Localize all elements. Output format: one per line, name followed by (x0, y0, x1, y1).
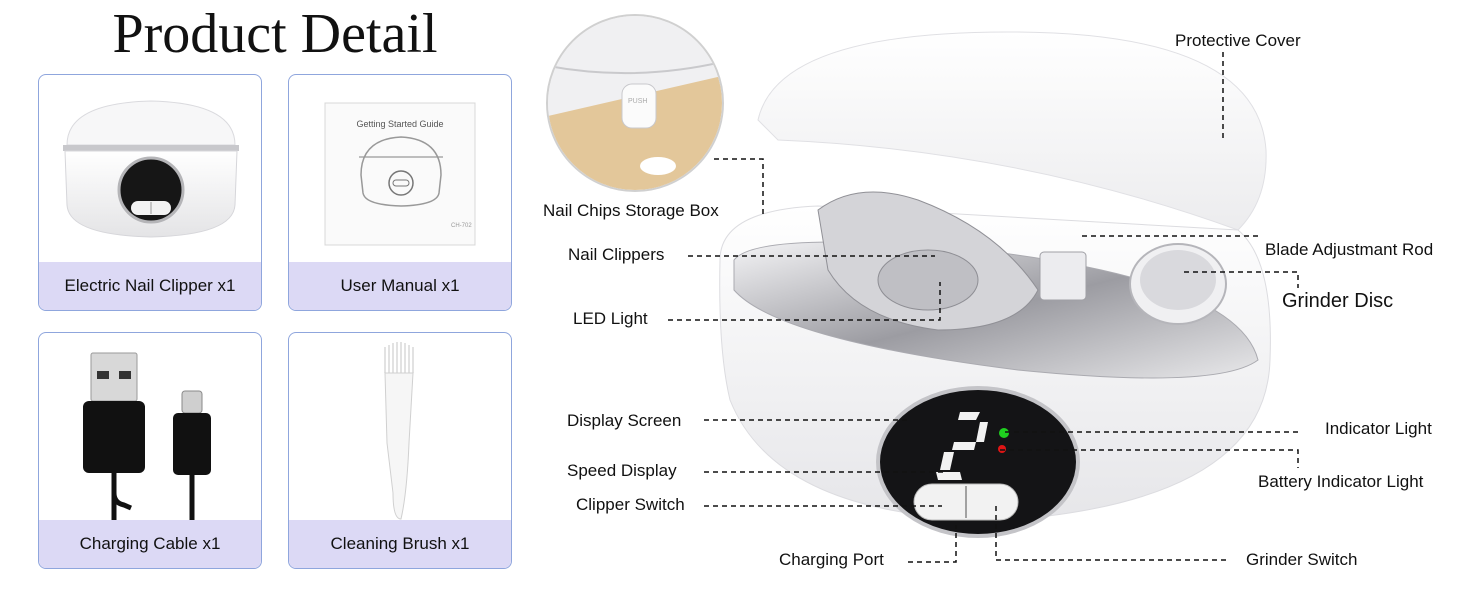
item-caption: Cleaning Brush x1 (289, 520, 511, 568)
label-blade-adjustment-rod: Blade Adjustmant Rod (1265, 240, 1434, 259)
package-item-nail-clipper: Electric Nail Clipper x1 (38, 74, 262, 311)
label-led-light: LED Light (573, 309, 648, 328)
product-illustration (718, 30, 1278, 560)
label-charging-port: Charging Port (779, 550, 884, 569)
label-indicator-light: Indicator Light (1325, 419, 1432, 438)
user-manual-illustration: Getting Started Guide CH-702 (289, 75, 511, 262)
cleaning-brush-illustration (289, 333, 511, 520)
label-battery-indicator-light: Battery Indicator Light (1258, 472, 1424, 491)
push-label: PUSH (628, 98, 648, 105)
charging-cable-illustration (39, 333, 261, 522)
label-nail-chips-storage-box: Nail Chips Storage Box (543, 201, 719, 220)
manual-guide-title: Getting Started Guide (356, 119, 444, 129)
label-speed-display: Speed Display (567, 461, 677, 480)
label-clipper-switch: Clipper Switch (576, 495, 685, 514)
storage-box-closeup: PUSH (546, 14, 724, 192)
package-item-cleaning-brush: Cleaning Brush x1 (288, 332, 512, 569)
page-title: Product Detail (112, 3, 438, 65)
label-nail-clippers: Nail Clippers (568, 245, 665, 264)
label-protective-cover: Protective Cover (1175, 31, 1301, 50)
label-grinder-switch: Grinder Switch (1246, 550, 1358, 569)
nail-clipper-illustration (39, 75, 261, 262)
label-display-screen: Display Screen (567, 411, 682, 430)
item-caption: Charging Cable x1 (39, 520, 261, 568)
package-item-charging-cable: Charging Cable x1 (38, 332, 262, 569)
item-caption: User Manual x1 (289, 262, 511, 310)
label-grinder-disc: Grinder Disc (1282, 290, 1394, 312)
package-item-user-manual: Getting Started Guide CH-702 User Manual… (288, 74, 512, 311)
item-caption: Electric Nail Clipper x1 (39, 262, 261, 310)
manual-model-code: CH-702 (451, 223, 472, 229)
